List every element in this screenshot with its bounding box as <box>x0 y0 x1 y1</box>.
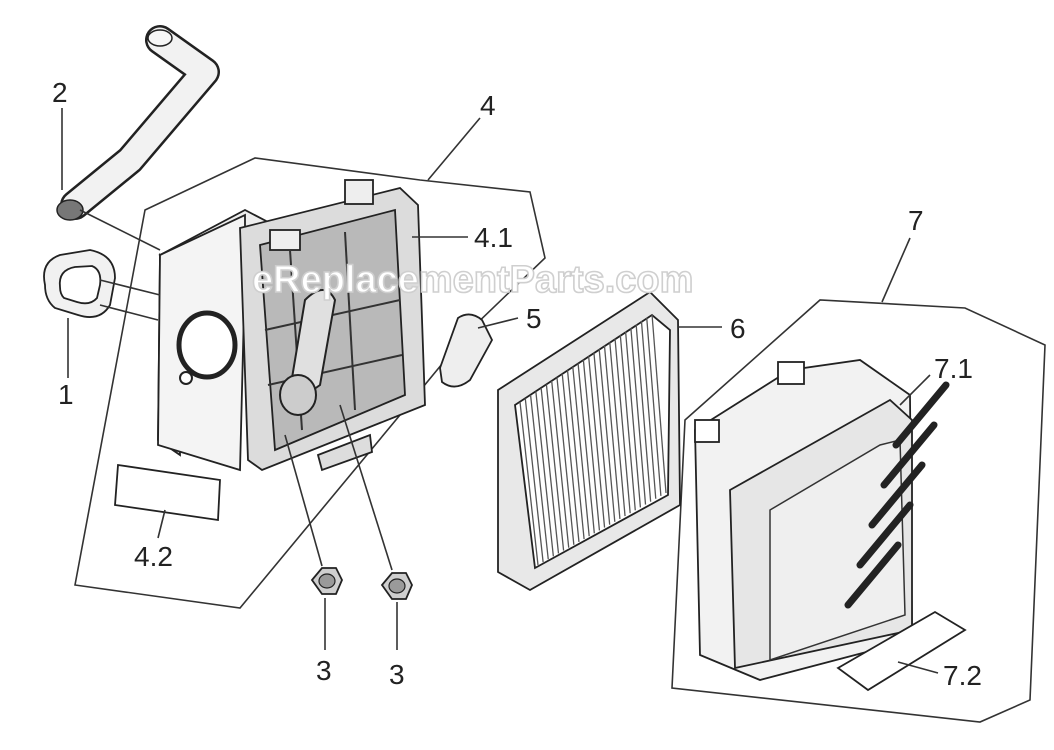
leader-2b <box>79 209 161 251</box>
leader-7 <box>881 237 911 303</box>
callout-4-1: 4.1 <box>474 222 513 253</box>
callout-7: 7 <box>908 205 924 236</box>
label-4-2 <box>114 463 221 522</box>
pleat-line <box>593 352 611 525</box>
pleat-line <box>582 359 601 531</box>
pleat-line <box>561 373 580 543</box>
leader-4 <box>427 117 481 181</box>
watermark-text: eReplacementParts.com <box>252 259 693 301</box>
pleat-line <box>619 335 636 511</box>
label-7-2 <box>836 610 967 692</box>
callout-5: 5 <box>526 303 542 334</box>
nut-left <box>310 567 343 595</box>
callout-2: 2 <box>52 77 68 108</box>
pleat-line <box>529 394 549 560</box>
pleat-line <box>587 356 606 528</box>
air-filter-cartridge <box>497 290 681 592</box>
filter-pleats <box>519 313 667 566</box>
small-plate <box>439 313 494 388</box>
pleat-line <box>566 370 585 540</box>
pleat-line <box>635 324 652 502</box>
pleat-line <box>519 401 539 566</box>
vent-slot <box>844 541 902 609</box>
leader-3b-up <box>339 404 393 571</box>
callout-4: 4 <box>480 90 496 121</box>
callout-4-2: 4.2 <box>134 541 173 572</box>
leader-5 <box>477 317 519 329</box>
gasket <box>43 249 116 318</box>
pleat-line <box>572 366 590 537</box>
group-4-boundary <box>74 157 546 609</box>
leader-1b <box>99 279 161 296</box>
pleat-line <box>598 349 616 522</box>
callout-6: 6 <box>730 313 746 344</box>
pleat-line <box>651 313 667 494</box>
callout-7-1: 7.1 <box>934 353 973 384</box>
leader-4-2 <box>157 509 166 539</box>
pleat-line <box>556 377 575 545</box>
leader-1c <box>99 304 159 321</box>
callout-7-2: 7.2 <box>943 660 982 691</box>
leader-7-2 <box>897 661 939 674</box>
vent-slot <box>856 501 914 569</box>
vent-slot <box>880 421 938 489</box>
pleat-line <box>609 342 626 517</box>
pleat-line <box>577 363 595 534</box>
pleat-line <box>540 387 560 554</box>
air-cleaner-cover <box>694 359 950 681</box>
callout-1: 1 <box>58 379 74 410</box>
pleat-line <box>545 384 565 551</box>
leader-7-1 <box>899 374 931 406</box>
vent-slot <box>892 381 950 449</box>
vent-slot <box>868 461 926 529</box>
pleat-line <box>630 328 647 505</box>
air-cleaner-base <box>157 179 426 472</box>
pleat-line <box>535 391 555 557</box>
pleat-line <box>640 320 657 499</box>
breather-tube <box>56 25 220 221</box>
group-7-boundary <box>671 299 1046 723</box>
callout-3-right: 3 <box>389 659 405 690</box>
pleat-line <box>624 331 642 508</box>
pleat-line <box>524 398 544 563</box>
nut-right <box>380 572 413 600</box>
callout-3-left: 3 <box>316 655 332 686</box>
pleat-line <box>646 317 662 496</box>
cover-vents <box>844 381 950 609</box>
pleat-line <box>614 338 631 514</box>
pleat-line <box>603 345 621 519</box>
pleat-line <box>551 380 570 548</box>
leader-3a-up <box>284 434 323 567</box>
